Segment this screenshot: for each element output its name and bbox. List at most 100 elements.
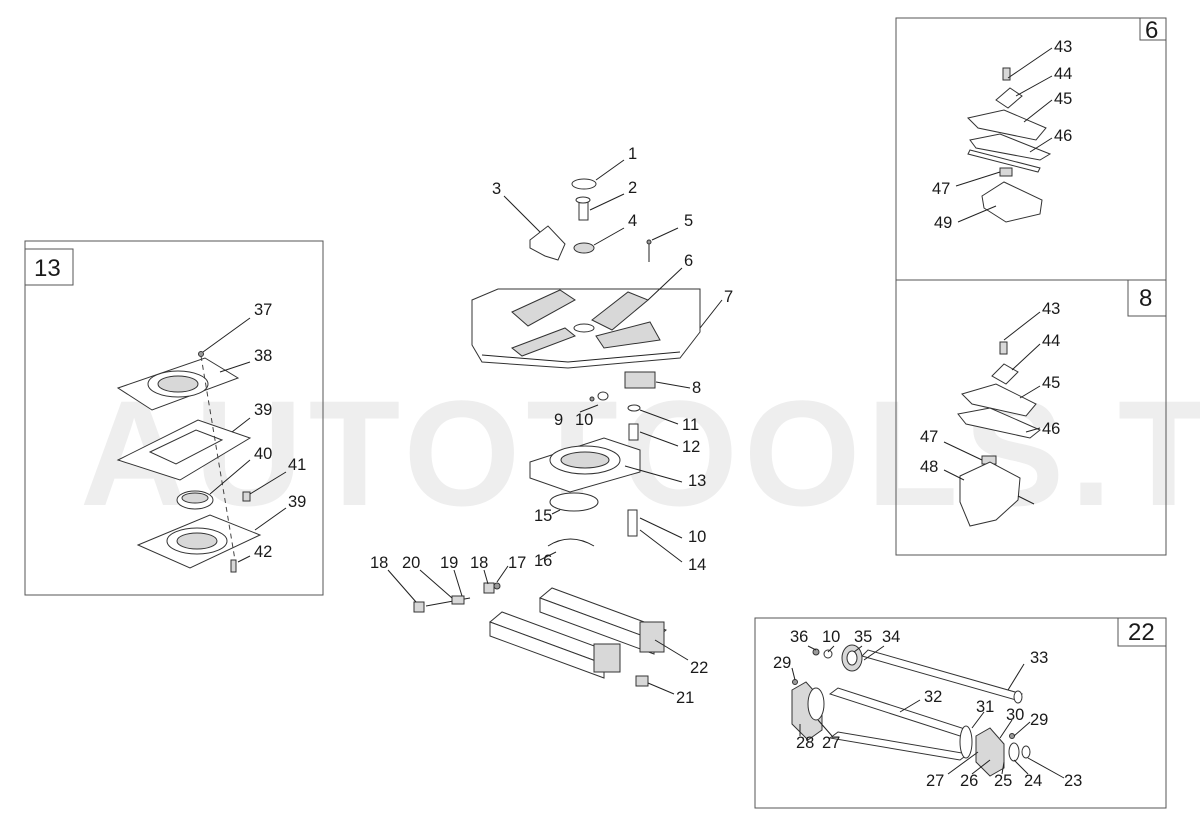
pad-45b bbox=[961, 383, 1037, 417]
callout-47-top: 47 bbox=[932, 180, 950, 198]
bolt-2-head bbox=[575, 196, 591, 204]
callout-28: 28 bbox=[796, 734, 814, 752]
callout-45-top: 45 bbox=[1054, 90, 1072, 108]
washer-4 bbox=[573, 242, 595, 254]
fitting-18-left bbox=[413, 601, 425, 613]
washer-10d bbox=[823, 649, 833, 659]
frame-39a-cutout bbox=[148, 429, 224, 465]
plate-13-center bbox=[560, 451, 610, 469]
clip-44b bbox=[991, 363, 1019, 385]
callout-27-right: 27 bbox=[926, 772, 944, 790]
callout-46-top: 46 bbox=[1054, 127, 1072, 145]
jaw-49 bbox=[981, 181, 1043, 223]
callout-43-mid: 43 bbox=[1042, 300, 1060, 318]
callout-2: 2 bbox=[628, 179, 637, 197]
callout-20: 20 bbox=[402, 554, 420, 572]
callout-44-top: 44 bbox=[1054, 65, 1072, 83]
insert-47 bbox=[999, 167, 1013, 177]
panel-6-number: 6 bbox=[1145, 17, 1158, 44]
callout-18-left: 18 bbox=[370, 554, 388, 572]
washer-9 bbox=[589, 396, 595, 402]
callout-24: 24 bbox=[1024, 772, 1042, 790]
callout-39-top: 39 bbox=[254, 401, 272, 419]
callout-25: 25 bbox=[994, 772, 1012, 790]
ring-15 bbox=[549, 492, 599, 512]
callout-40: 40 bbox=[254, 445, 272, 463]
callout-1: 1 bbox=[628, 145, 637, 163]
callout-43-top: 43 bbox=[1054, 38, 1072, 56]
callout-41: 41 bbox=[288, 456, 306, 474]
panel-13-number: 13 bbox=[34, 255, 61, 282]
cylinder-22-top-side bbox=[539, 597, 655, 655]
tube-32-lower bbox=[828, 731, 970, 761]
turntable-center bbox=[573, 323, 595, 333]
seal-36 bbox=[812, 648, 820, 656]
panel-13-base-plate: 13 37 38 39 40 41 39 42 bbox=[24, 240, 324, 596]
callout-29-left: 29 bbox=[773, 654, 791, 672]
cylinder-end-rear bbox=[639, 621, 665, 653]
callout-21: 21 bbox=[676, 689, 694, 707]
nut-11 bbox=[627, 404, 641, 412]
shaft-8 bbox=[624, 371, 656, 389]
panel-8-jaw-detail: 8 43 44 45 47 46 48 bbox=[895, 279, 1167, 556]
end-cap-26 bbox=[975, 727, 1005, 777]
callout-31: 31 bbox=[976, 698, 994, 716]
callout-46-mid: 46 bbox=[1042, 420, 1060, 438]
panel-6-tag bbox=[1139, 17, 1167, 41]
callout-27-left: 27 bbox=[822, 734, 840, 752]
callout-23: 23 bbox=[1064, 772, 1082, 790]
screw-42 bbox=[230, 559, 237, 573]
panel-6-jaw-detail: 6 43 44 45 46 47 49 bbox=[895, 17, 1167, 281]
jaw-left-front bbox=[511, 327, 576, 357]
callout-42: 42 bbox=[254, 543, 272, 561]
callout-36: 36 bbox=[790, 628, 808, 646]
cap-1 bbox=[571, 178, 597, 190]
tube-32 bbox=[828, 687, 970, 737]
callout-7: 7 bbox=[724, 288, 733, 306]
screw-29b bbox=[1009, 733, 1015, 739]
callout-16: 16 bbox=[534, 552, 552, 570]
plate-46 bbox=[969, 133, 1052, 161]
callout-15: 15 bbox=[534, 507, 552, 525]
clip-44 bbox=[995, 87, 1023, 109]
callout-13: 13 bbox=[688, 472, 706, 490]
plate-38-center bbox=[157, 375, 199, 393]
bolt-43 bbox=[1002, 67, 1011, 81]
clamp-3 bbox=[529, 225, 566, 261]
fitting-21 bbox=[635, 675, 649, 687]
ring-23 bbox=[1021, 745, 1031, 759]
plate-46-lower bbox=[967, 149, 1041, 173]
pin-14 bbox=[627, 509, 638, 537]
panel-22-tag bbox=[1117, 617, 1167, 647]
callout-32: 32 bbox=[924, 688, 942, 706]
cylinder-group: 18 20 19 18 17 22 21 bbox=[370, 554, 708, 707]
plate-46b bbox=[957, 407, 1041, 439]
jaw-left-rear bbox=[511, 289, 576, 327]
callout-44-mid: 44 bbox=[1042, 332, 1060, 350]
plate-39b-center bbox=[176, 532, 218, 550]
callout-29-right: 29 bbox=[1030, 711, 1048, 729]
center-turntable-assembly: 1 2 3 4 5 6 7 8 9 10 11 12 13 15 10 16 1… bbox=[471, 145, 733, 574]
callout-47-mid: 47 bbox=[920, 428, 938, 446]
screw-37 bbox=[198, 351, 204, 357]
callout-18-right: 18 bbox=[470, 554, 488, 572]
callout-39-bottom: 39 bbox=[288, 493, 306, 511]
callout-34: 34 bbox=[882, 628, 900, 646]
panel-22-frame bbox=[754, 617, 1167, 809]
panel-13-axis bbox=[200, 355, 236, 561]
oring-27a bbox=[807, 687, 825, 721]
fitting-18-right bbox=[483, 582, 495, 594]
callout-38: 38 bbox=[254, 347, 272, 365]
callout-37: 37 bbox=[254, 301, 272, 319]
fitting-17 bbox=[493, 582, 501, 590]
callout-3: 3 bbox=[492, 180, 501, 198]
panel-8-number: 8 bbox=[1139, 285, 1152, 312]
jaw-right-front bbox=[595, 321, 661, 349]
ring-24 bbox=[1008, 742, 1020, 762]
washer-10a bbox=[597, 391, 609, 401]
bushing-12 bbox=[628, 423, 639, 441]
callout-30: 30 bbox=[1006, 706, 1024, 724]
cylinder-end-front bbox=[593, 643, 621, 673]
screw-29a bbox=[792, 679, 798, 685]
callout-6: 6 bbox=[684, 252, 693, 270]
